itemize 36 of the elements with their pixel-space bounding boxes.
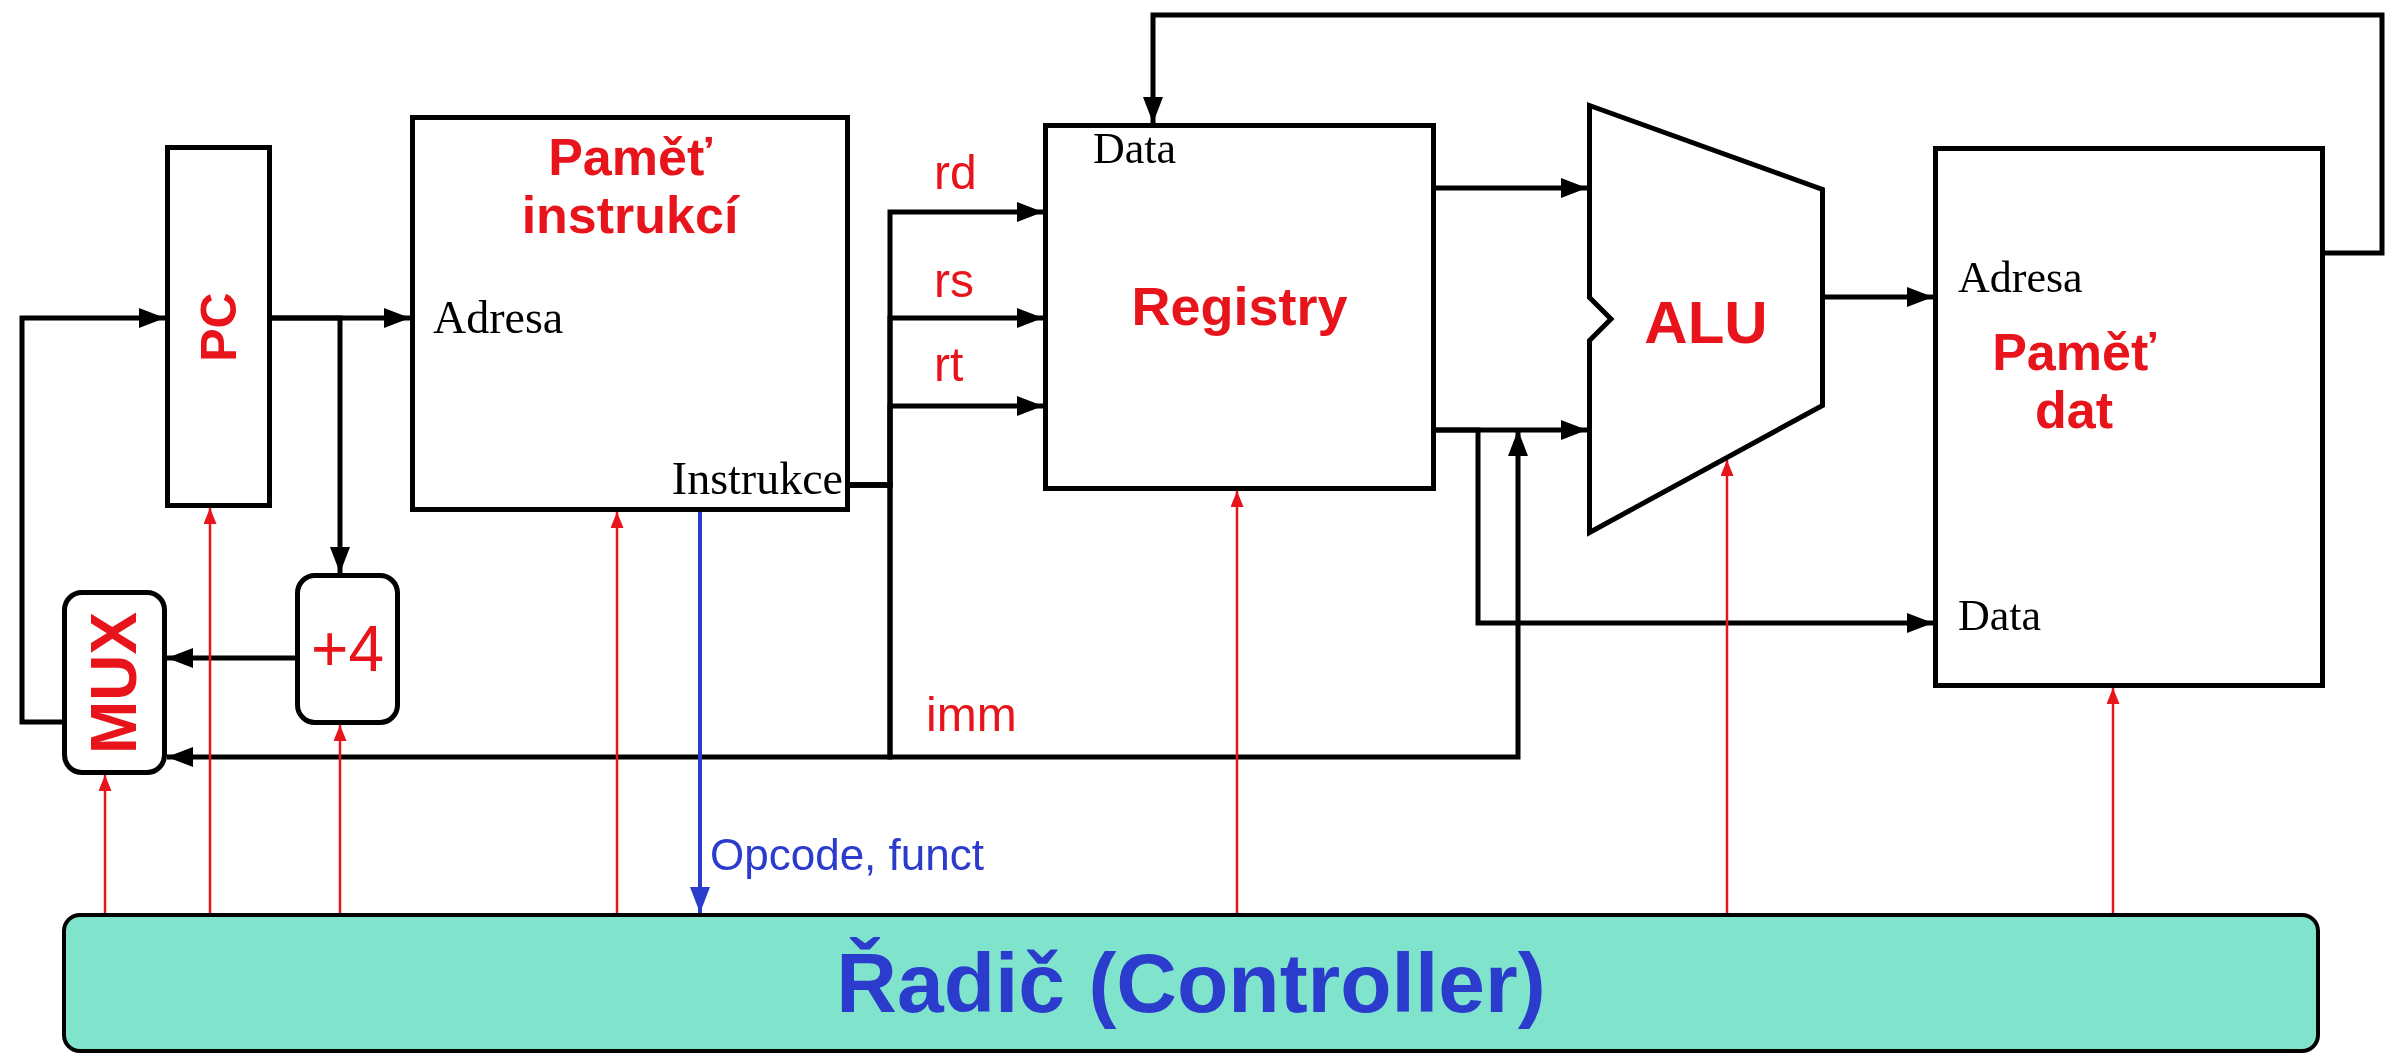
arrow bbox=[1230, 491, 1244, 913]
port-label: Adresa bbox=[1958, 253, 2083, 303]
arrow bbox=[98, 775, 112, 913]
register-file-block bbox=[1043, 123, 1436, 491]
arrow bbox=[272, 315, 350, 573]
block-title: Paměť instrukcí bbox=[520, 128, 741, 245]
adder-block bbox=[295, 573, 400, 725]
arrow bbox=[1143, 12, 2385, 256]
arrow bbox=[690, 512, 710, 913]
memory-block bbox=[1933, 146, 2325, 688]
unit-label: ALU bbox=[1643, 289, 1769, 357]
register-label: PC bbox=[193, 291, 244, 362]
arrow bbox=[1436, 427, 1933, 633]
port-label: Data bbox=[1958, 591, 2042, 641]
port-label: Instrukce bbox=[670, 453, 843, 505]
adder-label: +4 bbox=[311, 617, 384, 681]
mux-block bbox=[62, 590, 167, 775]
controller-bar bbox=[62, 913, 2320, 1053]
memory-block bbox=[410, 115, 850, 512]
register-block bbox=[165, 145, 272, 508]
arrow bbox=[333, 725, 347, 913]
arrow bbox=[1720, 460, 1734, 913]
mux-label: MUX bbox=[82, 611, 147, 754]
block-title: Registry bbox=[1130, 276, 1349, 337]
arrow bbox=[610, 512, 624, 913]
block-title: Paměť dat bbox=[1991, 323, 2157, 440]
arrow bbox=[1825, 287, 1933, 307]
port-label: Data bbox=[1093, 124, 1177, 174]
arrow bbox=[203, 508, 217, 913]
arrow bbox=[167, 482, 893, 767]
arrow bbox=[2106, 688, 2120, 913]
arrow bbox=[167, 648, 295, 668]
arrow bbox=[1436, 178, 1587, 198]
arrow bbox=[19, 308, 165, 725]
port-label: Adresa bbox=[433, 292, 564, 344]
alu-trapezoid bbox=[1587, 103, 1825, 535]
